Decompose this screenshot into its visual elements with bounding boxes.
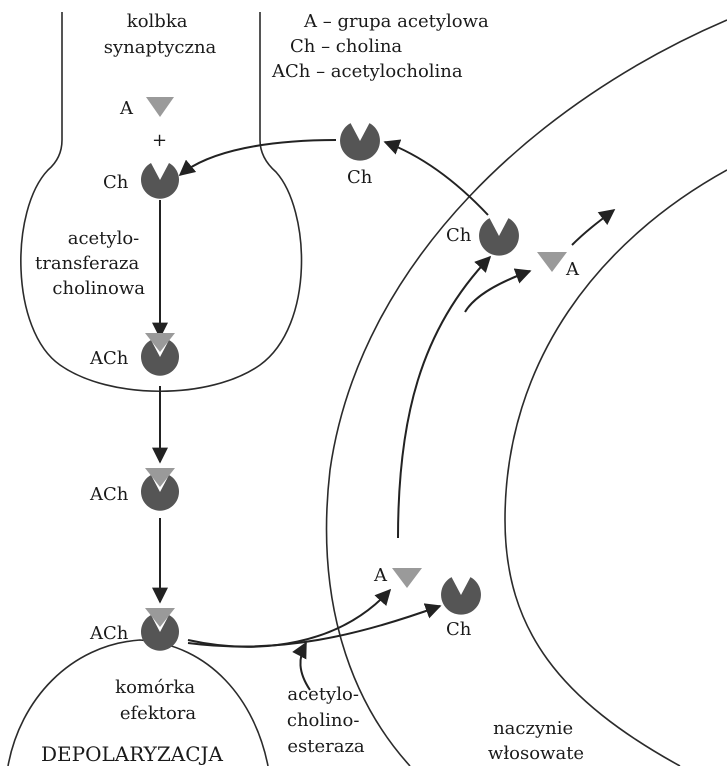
choline-molecule-bulb bbox=[141, 163, 179, 199]
arrow-choline-upward bbox=[397, 255, 492, 539]
acetyl-label-capillary: A bbox=[565, 259, 580, 280]
arrow-choline-reuptake bbox=[178, 139, 337, 177]
arrow-choline-to-reuptake bbox=[383, 139, 489, 216]
arrow-acetyl-into-blood bbox=[571, 209, 616, 246]
choline-label-bulb: Ch bbox=[103, 172, 129, 193]
arrow-ach-to-esterase-a bbox=[187, 588, 392, 648]
effector-cell-outline bbox=[7, 639, 269, 766]
acetyl-label-bulb: A bbox=[119, 98, 134, 119]
ach-label-1: ACh bbox=[89, 348, 129, 369]
esterase-label: acetylo- cholino- esteraza bbox=[287, 684, 365, 757]
arrow-esterase-indicator bbox=[292, 641, 311, 691]
transferase-label: acetylo- transferaza cholinowa bbox=[35, 228, 145, 299]
synaptic-bulb-label: kolbka synaptyczna bbox=[104, 11, 217, 58]
acetyl-label-cleft: A bbox=[373, 565, 388, 586]
acetyl-triangle-bulb bbox=[146, 97, 174, 117]
plus-sign: + bbox=[152, 130, 167, 151]
capillary-label: naczynie włosowate bbox=[488, 718, 584, 764]
choline-molecule-capillary bbox=[479, 218, 519, 256]
depolarization-label: DEPOLARYZACJA bbox=[41, 742, 224, 766]
choline-molecule-reuptake bbox=[340, 123, 380, 161]
ach-label-2: ACh bbox=[89, 484, 129, 505]
arrow-acetyl-upward bbox=[464, 268, 532, 313]
acetyl-triangle-capillary bbox=[537, 252, 567, 272]
acetyl-triangle-cleft bbox=[392, 568, 422, 588]
capillary-inner-wall bbox=[504, 169, 727, 766]
legend: A – grupa acetylowa Ch – cholina ACh – a… bbox=[271, 11, 494, 82]
arrow-ach-to-esterase-ch bbox=[187, 603, 442, 648]
choline-label-cleft: Ch bbox=[446, 619, 472, 640]
choline-label-reuptake: Ch bbox=[347, 167, 373, 188]
choline-molecule-cleft bbox=[441, 577, 481, 615]
ach-acetyl-part-3 bbox=[145, 608, 175, 627]
choline-label-capillary: Ch bbox=[446, 225, 472, 246]
ach-acetyl-part-2 bbox=[145, 468, 175, 487]
ach-acetyl-part-1 bbox=[145, 333, 175, 352]
ach-label-3: ACh bbox=[89, 623, 129, 644]
effector-cell-label: komórka efektora bbox=[115, 677, 201, 724]
capillary-outer-wall bbox=[325, 19, 727, 766]
